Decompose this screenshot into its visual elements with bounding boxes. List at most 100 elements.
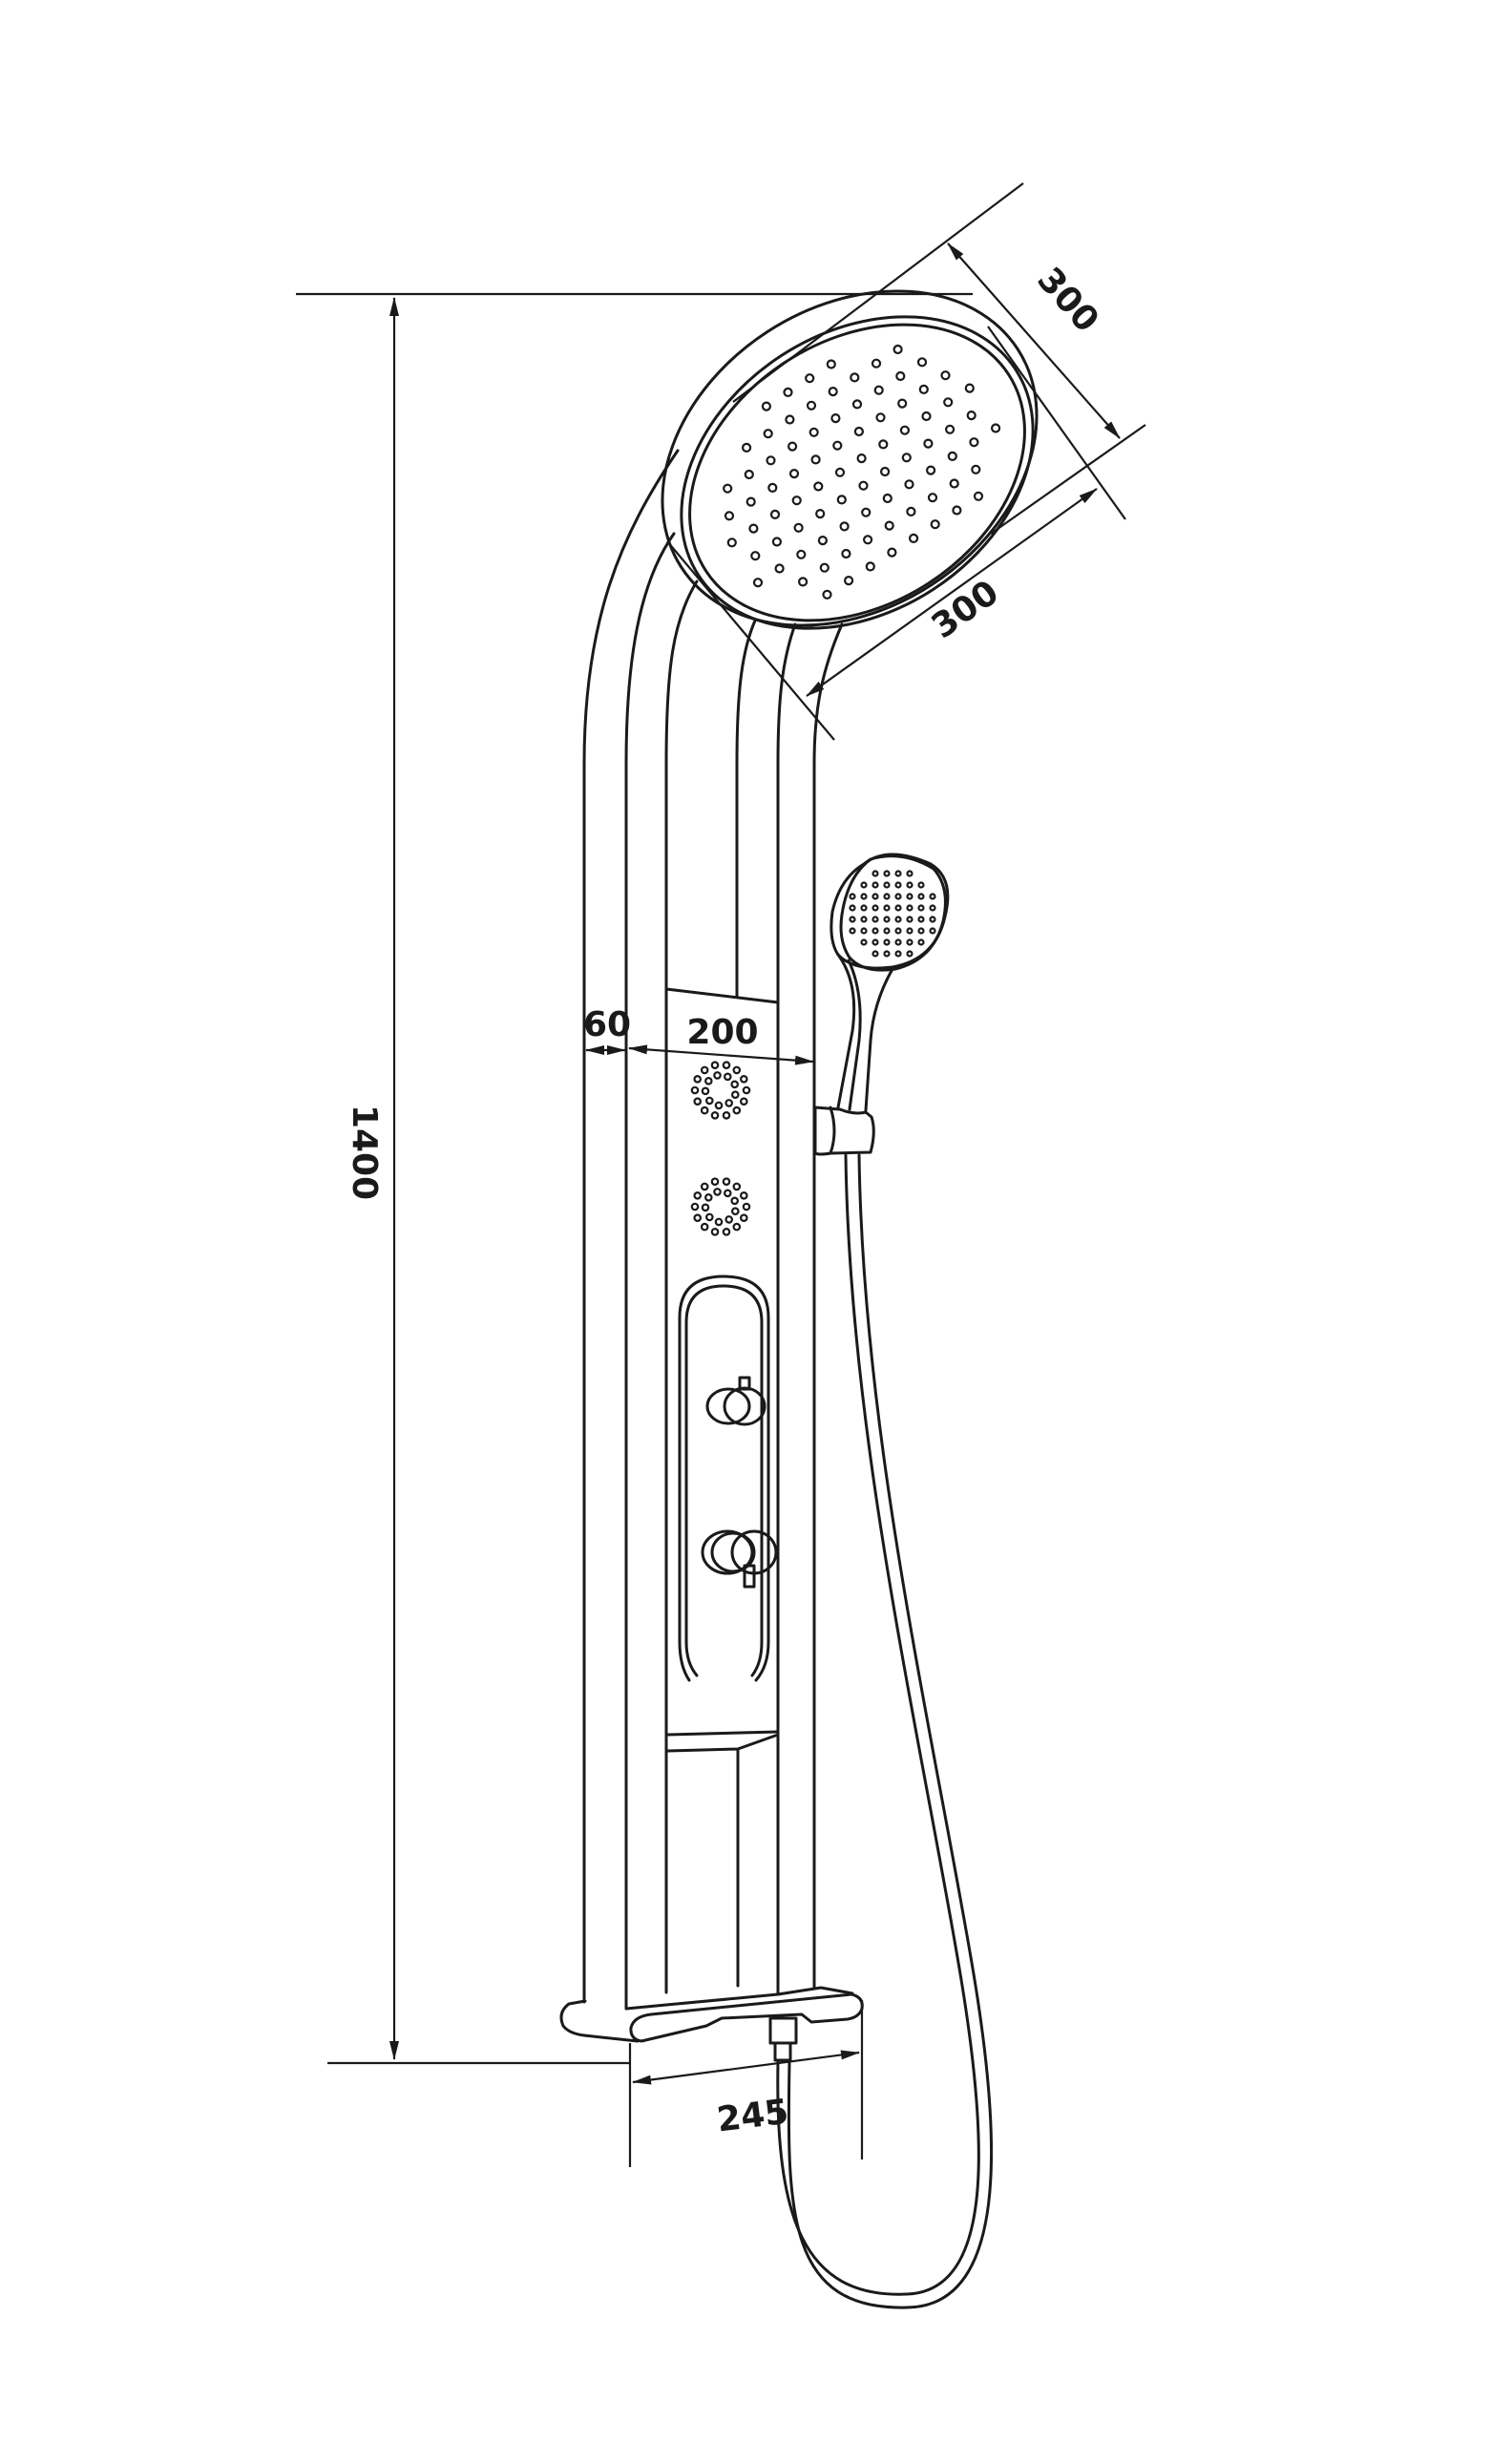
nozzle-dot [693, 1213, 703, 1223]
panel-front-right-edge [776, 622, 797, 1995]
nozzle-dot [908, 533, 919, 544]
nozzle-dot [952, 505, 962, 516]
nozzle-dot [860, 881, 868, 889]
nozzle-dot [895, 370, 906, 382]
nozzle-dot [714, 1101, 724, 1110]
panel-center-partition [735, 619, 757, 999]
panel-outer-right-edge [812, 622, 844, 1991]
nozzle-dot [872, 904, 879, 912]
holder-edge [829, 1106, 836, 1155]
nozzle-dot [832, 440, 843, 451]
nozzle-dot [858, 480, 869, 491]
nozzle-dot [791, 495, 802, 506]
nozzle-dot [849, 916, 856, 923]
base-width-dimension-line [632, 2050, 860, 2085]
nozzle-dot [710, 1061, 720, 1070]
nozzle-dot [894, 916, 902, 923]
nozzle-dot [906, 904, 914, 912]
nozzle-dot [856, 453, 867, 464]
nozzle-dot [732, 1106, 742, 1115]
nozzle-dot [894, 927, 902, 935]
nozzle-dot [750, 551, 761, 561]
nozzle-dot [739, 1075, 748, 1084]
nozzle-dot [700, 1182, 709, 1191]
nozzle-dot [872, 950, 879, 958]
nozzle-dot [714, 1217, 724, 1227]
nozzle-dot [865, 561, 875, 572]
hand-shower [813, 853, 950, 1156]
nozzle-dot [700, 1106, 709, 1115]
nozzle-dot [883, 950, 891, 958]
nozzle-dot [872, 927, 879, 935]
nozzle-dot [785, 414, 795, 425]
nozzle-dot [929, 927, 936, 935]
base-width-dimension: 245 [628, 2000, 864, 2167]
nozzle-dot [732, 1182, 742, 1191]
nozzle-dot [836, 495, 847, 505]
nozzle-dot [897, 398, 908, 409]
nozzle-dot [739, 1191, 748, 1200]
nozzle-dot [883, 893, 891, 900]
nozzle-dot [943, 397, 954, 408]
nozzle-dot [722, 1111, 731, 1120]
nozzle-dot [690, 1085, 700, 1095]
nozzle-dot [701, 1203, 710, 1212]
nozzle-dot [849, 893, 856, 900]
nozzle-dot [906, 927, 914, 935]
nozzle-dot [710, 1228, 720, 1236]
nozzle-dot [710, 1111, 720, 1120]
head-depth-dimension-line [947, 242, 1121, 439]
nozzle-dot [917, 938, 925, 946]
control-plate-inner [684, 1284, 764, 1677]
nozzle-dot [860, 893, 868, 900]
head-perpendicular-right [987, 326, 1126, 520]
nozzle-dot [906, 870, 914, 877]
head-tangent-line-top [732, 182, 1024, 403]
nozzle-dot [883, 916, 891, 923]
nozzle-dot [704, 1096, 714, 1106]
nozzle-dot [826, 359, 836, 369]
hand-shower-holder [813, 1106, 875, 1156]
nozzle-dot [752, 578, 764, 588]
nozzle-dot [947, 451, 957, 461]
nozzle-dot [726, 537, 737, 548]
nozzle-dot [704, 1193, 713, 1202]
nozzle-dot [884, 520, 894, 531]
nozzle-dot [925, 465, 936, 475]
nozzle-dot [739, 1097, 748, 1106]
hand-shower-handle-right [864, 967, 894, 1112]
nozzle-dot [796, 549, 807, 559]
nozzle-dot [917, 927, 925, 935]
nozzle-dot [815, 508, 826, 519]
nozzle-dot [917, 904, 925, 912]
nozzle-dot [732, 1222, 742, 1232]
nozzle-dot [971, 464, 981, 474]
nozzle-dot [872, 916, 879, 923]
side-width-label: 60 [583, 1005, 631, 1044]
nozzle-dot [700, 1065, 709, 1075]
nozzle-dot [906, 881, 914, 889]
nozzle-dot [774, 563, 785, 574]
nozzle-dot [862, 535, 873, 545]
nozzle-dot [746, 496, 756, 507]
panel-side-edge [624, 532, 676, 2010]
nozzle-dot [921, 411, 932, 422]
nozzle-dot [929, 904, 936, 912]
nozzle-dot [693, 1075, 703, 1084]
nozzle-dot [839, 521, 850, 532]
nozzle-dot [878, 439, 889, 450]
hand-shower-handle-left [836, 953, 856, 1109]
base-left-end [559, 1999, 640, 2043]
nozzle-dot [704, 1212, 714, 1222]
nozzle-dot [722, 1061, 731, 1070]
nozzle-dot [853, 426, 865, 437]
nozzle-dot [966, 411, 976, 421]
nozzle-dot [763, 429, 773, 439]
nozzle-dot [730, 1090, 740, 1100]
nozzle-dot [722, 1228, 731, 1236]
head-width-dimension-line [806, 488, 1098, 697]
nozzle-dot [883, 870, 891, 877]
nozzle-dot [713, 1071, 722, 1080]
nozzle-dot [723, 483, 733, 494]
